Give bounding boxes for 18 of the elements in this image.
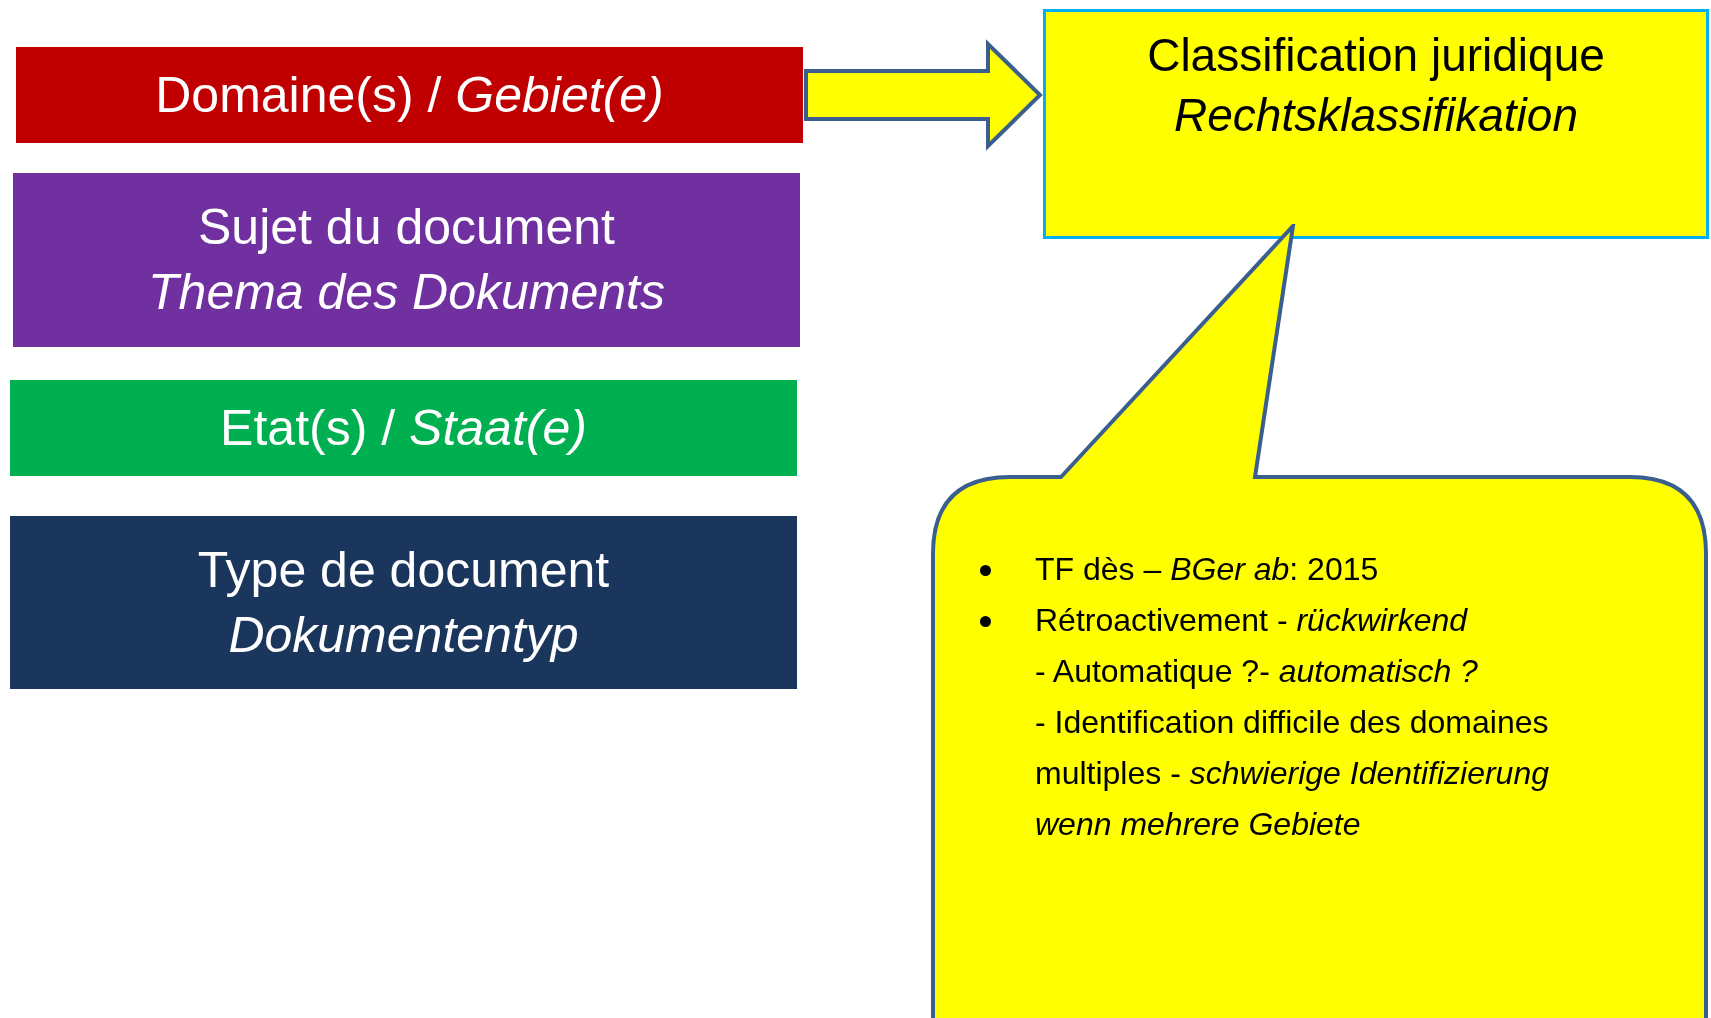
subject-bar [13, 173, 800, 347]
bullet-text: Rétroactivement - rückwirkend [1035, 602, 1468, 638]
bullet-text: TF dès – BGer ab: 2015 [1035, 551, 1379, 587]
box-label: Domaine(s) / Gebiet(e) [155, 65, 664, 125]
bullet-text: - Automatique ?- automatisch ? [1035, 653, 1478, 689]
bullet-text: - Identification difficile des domaines multiples - schwierige Identifizierung wenn mehrere Gebiete [1035, 704, 1549, 842]
box-label: Etat(s) / Staat(e) [220, 398, 587, 458]
document-type-bar [10, 516, 797, 689]
box-label: Sujet du document [198, 198, 615, 257]
box-label: Thema des Dokuments [148, 263, 665, 322]
box-label: Rechtsklassifikation [1174, 87, 1578, 143]
block-arrow [804, 39, 1043, 151]
box-label: Type de document [197, 540, 610, 600]
state-bar [10, 380, 797, 476]
classification-box [1043, 9, 1709, 239]
domain-bar [16, 47, 803, 143]
box-label: Dokumententyp [228, 605, 579, 665]
box-label: Classification juridique [1147, 28, 1605, 83]
